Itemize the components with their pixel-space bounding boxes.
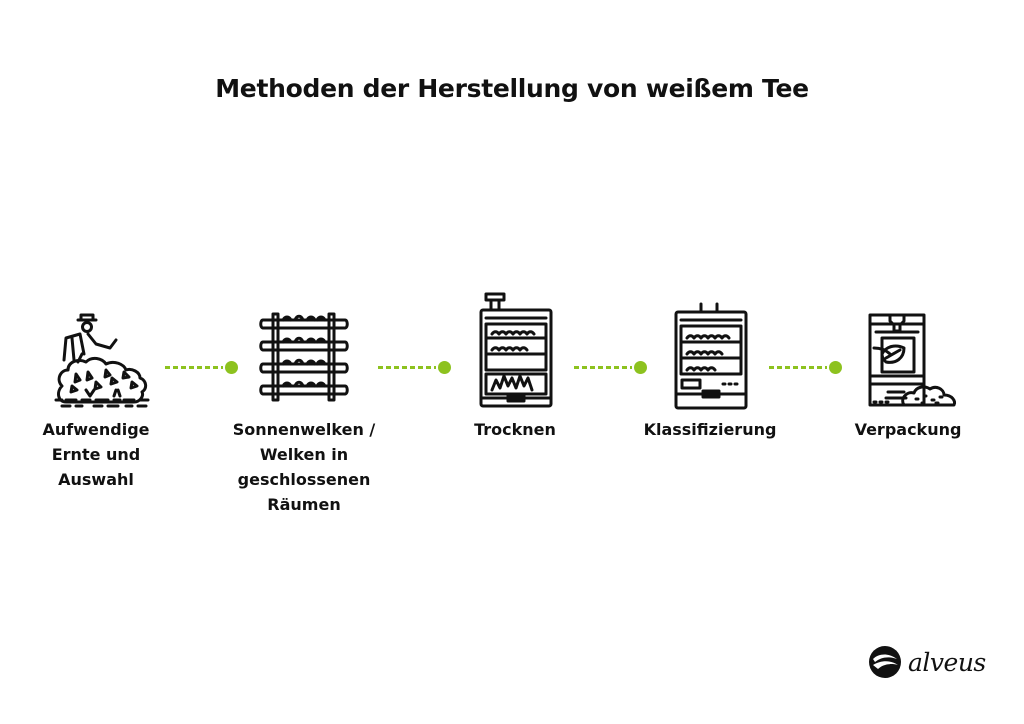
dotted-line	[769, 366, 827, 369]
sorting-machine-icon	[673, 302, 749, 410]
label-line: Sonnenwelken /	[232, 420, 376, 439]
dotted-line	[165, 366, 223, 369]
connector-4	[769, 361, 842, 374]
connector-dot	[634, 361, 647, 374]
connector-dot	[829, 361, 842, 374]
oven-dryer-icon	[478, 292, 554, 408]
step-label-harvest: Aufwendige Ernte und Auswahl	[26, 417, 166, 492]
label-line: geschlossenen	[237, 470, 371, 489]
label-line: Welken in	[259, 445, 349, 464]
label-line: Räumen	[267, 495, 341, 514]
connector-dot	[225, 361, 238, 374]
farmer-harvest-icon	[52, 312, 158, 408]
label-line: Trocknen	[474, 420, 556, 439]
step-label-classification: Klassifizierung	[635, 417, 785, 442]
label-line: Klassifizierung	[643, 420, 777, 439]
label-line: Auswahl	[58, 470, 134, 489]
connector-3	[574, 361, 647, 374]
step-label-withering: Sonnenwelken / Welken in geschlossenen R…	[224, 417, 384, 517]
alveus-logo-icon	[869, 646, 901, 678]
connector-2	[378, 361, 451, 374]
tea-package-icon	[866, 312, 958, 408]
connector-1	[165, 361, 238, 374]
label-line: Aufwendige	[42, 420, 150, 439]
drying-rack-icon	[259, 312, 349, 402]
page-title: Methoden der Herstellung von weißem Tee	[215, 74, 809, 103]
label-line: Verpackung	[854, 420, 962, 439]
label-line: Ernte und	[51, 445, 141, 464]
dotted-line	[378, 366, 436, 369]
connector-dot	[438, 361, 451, 374]
step-label-drying: Trocknen	[455, 417, 575, 442]
dotted-line	[574, 366, 632, 369]
alveus-logo-text: alveus	[908, 647, 986, 677]
alveus-logo: alveus	[868, 645, 986, 679]
step-label-packaging: Verpackung	[838, 417, 978, 442]
